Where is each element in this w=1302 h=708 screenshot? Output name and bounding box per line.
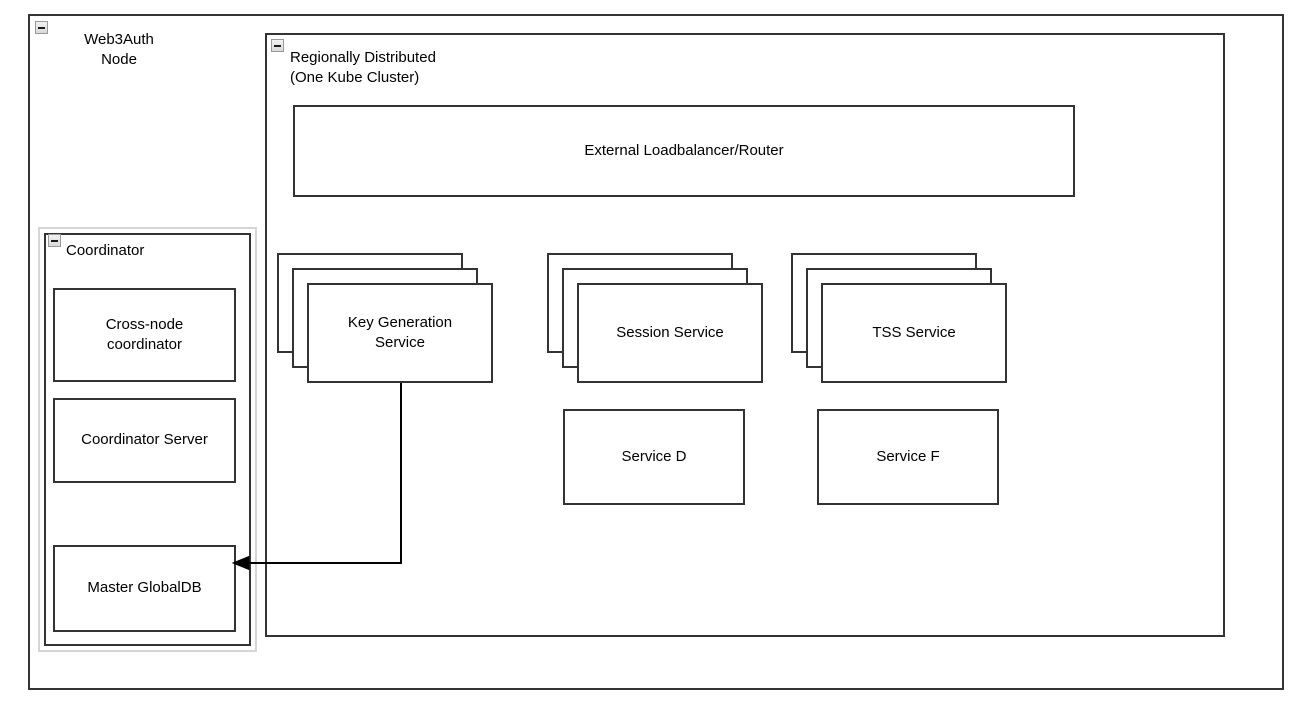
web3auth-node-title: Web3Auth Node <box>84 31 154 68</box>
tss-service-layer-1[interactable]: TSS Service <box>821 283 1007 383</box>
session-service-label: Session Service <box>616 323 724 341</box>
coordinator-title: Coordinator <box>66 242 145 259</box>
master-globaldb-box[interactable]: Master GlobalDB <box>53 545 236 632</box>
cross-node-coordinator-box[interactable]: Cross-node coordinator <box>53 288 236 382</box>
kube-cluster-title: Regionally Distributed (One Kube Cluster… <box>290 49 436 86</box>
service-f-box[interactable]: Service F <box>817 409 999 505</box>
service-d-box[interactable]: Service D <box>563 409 745 505</box>
external-loadbalancer-box[interactable]: External Loadbalancer/Router <box>293 105 1075 197</box>
session-service-layer-1[interactable]: Session Service <box>577 283 763 383</box>
master-globaldb-label: Master GlobalDB <box>87 579 202 597</box>
key-generation-service-layer-1[interactable]: Key Generation Service <box>307 283 493 383</box>
external-loadbalancer-label: External Loadbalancer/Router <box>584 141 784 159</box>
service-f-label: Service F <box>876 447 940 465</box>
session-service-stack[interactable]: Session Service <box>547 253 763 383</box>
coordinator-server-label: Coordinator Server <box>81 431 208 449</box>
tss-service-label: TSS Service <box>872 323 956 341</box>
key-generation-service-label: Key Generation Service <box>347 313 453 351</box>
tss-service-stack[interactable]: TSS Service <box>791 253 1007 383</box>
coordinator-collapse-icon[interactable] <box>48 234 61 247</box>
coordinator-server-box[interactable]: Coordinator Server <box>53 398 236 483</box>
key-generation-service-stack[interactable]: Key Generation Service <box>277 253 493 383</box>
cross-node-coordinator-label: Cross-node coordinator <box>105 315 184 353</box>
web3auth-node-collapse-icon[interactable] <box>35 21 48 34</box>
kube-cluster-collapse-icon[interactable] <box>271 39 284 52</box>
service-d-label: Service D <box>621 447 687 465</box>
